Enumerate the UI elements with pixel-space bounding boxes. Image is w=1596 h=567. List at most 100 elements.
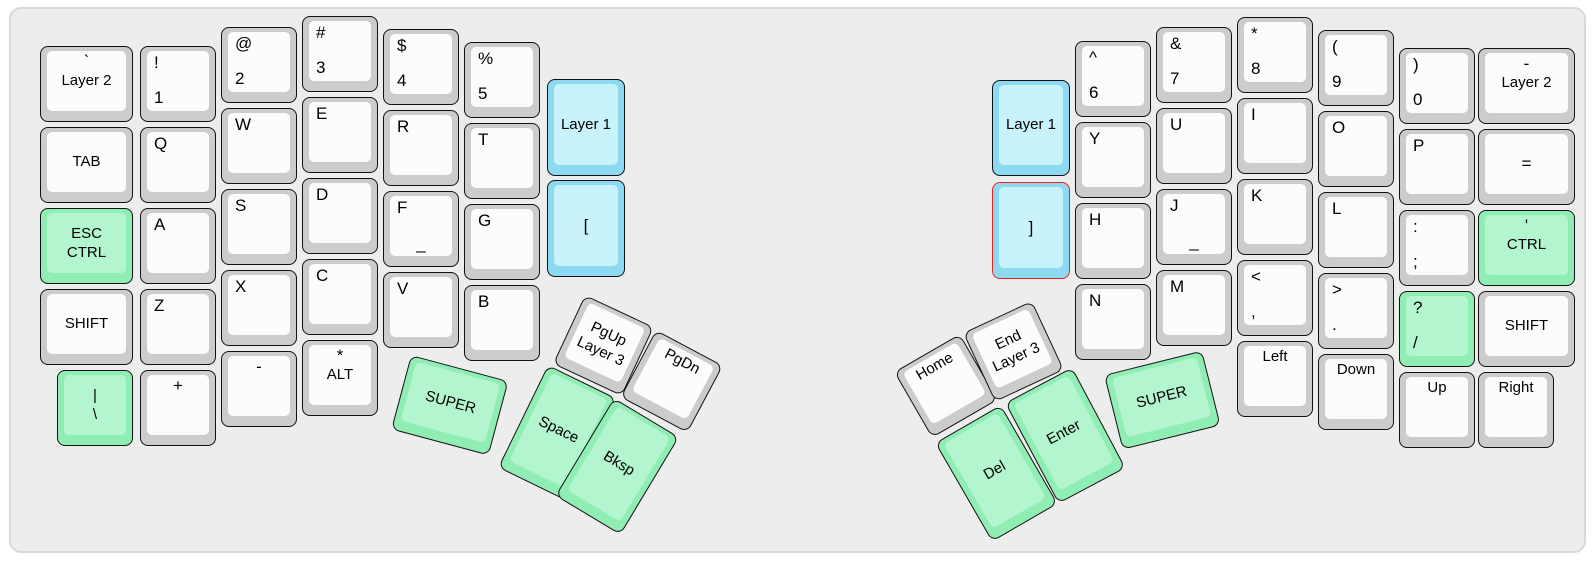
key-l-4[interactable]: $4 (383, 29, 459, 105)
key-r-equals[interactable]: = (1478, 129, 1575, 205)
key-r-right[interactable]: Right (1478, 372, 1554, 448)
keytop (1406, 296, 1468, 356)
key-label: ESC CTRL (66, 224, 107, 262)
key-l-plus[interactable]: + (140, 370, 216, 446)
key-r-j[interactable]: J_ (1156, 189, 1232, 265)
keytop (1244, 265, 1306, 325)
key-l-x[interactable]: X (221, 270, 297, 346)
keytop (631, 337, 715, 420)
key-l-3[interactable]: #3 (302, 16, 378, 92)
key-label: Layer 1 (560, 115, 612, 133)
key-l-g[interactable]: G (464, 204, 540, 280)
keytop (228, 194, 290, 254)
key-label: R (397, 117, 410, 136)
key-l-1[interactable]: !1 (140, 46, 216, 122)
keytop (1485, 215, 1568, 275)
key-l-layer1[interactable]: Layer 1 (547, 79, 625, 176)
key-label: Down (1336, 361, 1376, 378)
keytop (1244, 22, 1306, 82)
key-r-u[interactable]: U (1156, 108, 1232, 184)
key-r-p[interactable]: P (1399, 129, 1475, 205)
key-r-h[interactable]: H (1075, 203, 1151, 279)
key-label: 6 (1089, 83, 1099, 103)
key-l-b[interactable]: B (464, 285, 540, 361)
key-l-2[interactable]: @2 (221, 27, 297, 103)
key-r-rbracket[interactable]: ] (992, 182, 1070, 279)
key-l-shift[interactable]: SHIFT (40, 289, 133, 365)
key-l-pipe-backslash[interactable]: | \ (57, 370, 133, 446)
key-r-7[interactable]: &7 (1156, 27, 1232, 103)
key-r-semicolon[interactable]: :; (1399, 210, 1475, 286)
keytop (390, 115, 452, 175)
key-r-m[interactable]: M (1156, 270, 1232, 346)
keytop (554, 84, 618, 165)
key-label: _ (1189, 232, 1199, 252)
keytop (147, 213, 209, 273)
key-label: K (1251, 186, 1263, 205)
key-r-up[interactable]: Up (1399, 372, 1475, 448)
key-l-grave-layer2[interactable]: `Layer 2 (40, 46, 133, 122)
key-l-s[interactable]: S (221, 189, 297, 265)
key-r-n[interactable]: N (1075, 284, 1151, 360)
keytop (1325, 35, 1387, 95)
key-label: TAB (72, 153, 101, 171)
key-label: C (316, 266, 329, 285)
key-label: Z (154, 296, 165, 315)
key-label: 1 (154, 88, 164, 108)
key-r-left[interactable]: Left (1237, 341, 1313, 417)
key-r-quote-ctrl[interactable]: 'CTRL (1478, 210, 1575, 286)
key-r-super[interactable]: SUPER (1104, 350, 1221, 450)
keytop (228, 113, 290, 173)
key-l-super[interactable]: SUPER (391, 355, 509, 456)
key-label: * (336, 346, 344, 365)
keytop (309, 102, 371, 162)
key-l-c[interactable]: C (302, 259, 378, 335)
key-label: V (397, 279, 409, 298)
key-l-q[interactable]: Q (140, 127, 216, 203)
key-l-esc-ctrl[interactable]: ESC CTRL (40, 208, 133, 284)
key-r-9[interactable]: (9 (1318, 30, 1394, 106)
key-l-lbracket[interactable]: [ (547, 180, 625, 277)
key-r-8[interactable]: *8 (1237, 17, 1313, 93)
key-label: 5 (478, 84, 488, 104)
key-r-y[interactable]: Y (1075, 122, 1151, 198)
key-r-minus-layer2[interactable]: -Layer 2 (1478, 48, 1575, 124)
key-l-a[interactable]: A (140, 208, 216, 284)
key-label: F (397, 198, 408, 217)
key-l-5[interactable]: %5 (464, 42, 540, 118)
key-l-z[interactable]: Z (140, 289, 216, 365)
key-label: O (1332, 118, 1346, 137)
keytop (1244, 103, 1306, 163)
key-l-star-alt[interactable]: *ALT (302, 340, 378, 416)
key-r-comma[interactable]: <, (1237, 260, 1313, 336)
key-r-o[interactable]: O (1318, 111, 1394, 187)
key-label: J (1170, 196, 1179, 215)
key-l-e[interactable]: E (302, 97, 378, 173)
key-r-6[interactable]: ^6 (1075, 41, 1151, 117)
key-r-down[interactable]: Down (1318, 354, 1394, 430)
key-r-0[interactable]: )0 (1399, 48, 1475, 124)
key-r-i[interactable]: I (1237, 98, 1313, 174)
key-r-layer1[interactable]: Layer 1 (992, 80, 1070, 176)
key-label: 4 (397, 71, 407, 91)
key-label: $ (397, 36, 407, 55)
keytop (228, 275, 290, 335)
key-r-shift[interactable]: SHIFT (1478, 291, 1575, 367)
key-r-k[interactable]: K (1237, 179, 1313, 255)
key-l-v[interactable]: V (383, 272, 459, 348)
key-label: 0 (1413, 90, 1423, 110)
key-r-period[interactable]: >. (1318, 273, 1394, 349)
key-l-minus[interactable]: - (221, 351, 297, 427)
key-label: + (173, 376, 183, 395)
key-l-r[interactable]: R (383, 110, 459, 186)
key-l-f[interactable]: F_ (383, 191, 459, 267)
key-l-t[interactable]: T (464, 123, 540, 199)
key-r-slash[interactable]: ?/ (1399, 291, 1475, 367)
key-l-w[interactable]: W (221, 108, 297, 184)
key-r-l[interactable]: L (1318, 192, 1394, 268)
key-l-tab[interactable]: TAB (40, 127, 133, 203)
key-label: H (1089, 210, 1102, 229)
key-l-d[interactable]: D (302, 178, 378, 254)
keytop (1082, 208, 1144, 268)
